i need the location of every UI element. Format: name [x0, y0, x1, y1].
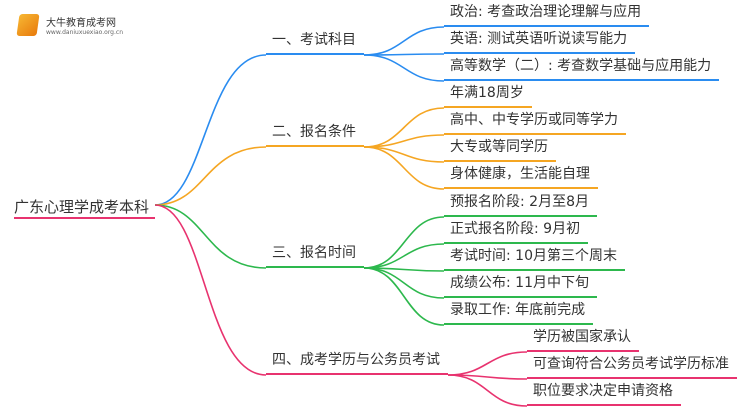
branch-link — [363, 267, 445, 299]
leaf-node[interactable]: 可查询符合公务员考试学历标准 — [527, 355, 737, 379]
branch-link — [447, 351, 528, 376]
root-link — [154, 204, 267, 269]
root-node[interactable]: 广东心理学成考本科 — [14, 196, 156, 219]
branch-link — [363, 54, 445, 82]
leaf-node[interactable]: 政治: 考查政治理论理解与应用 — [444, 3, 650, 27]
branch-link — [447, 374, 528, 407]
leaf-node[interactable]: 职位要求决定申请资格 — [527, 382, 681, 406]
logo-name: 大牛教育成考网 — [46, 18, 116, 29]
leaf-node[interactable]: 成绩公布: 11月中下旬 — [444, 274, 597, 298]
branch-link — [363, 243, 445, 269]
leaf-node[interactable]: 英语: 测试英语听说读写能力 — [444, 30, 636, 54]
leaf-node[interactable]: 高中、中专学历或同等学力 — [444, 111, 626, 135]
branch-link — [363, 107, 445, 148]
root-link — [154, 204, 267, 376]
leaf-node[interactable]: 高等数学（二）: 考查数学基础与应用能力 — [444, 57, 720, 81]
branch-node[interactable]: 一、考试科目 — [266, 31, 364, 55]
leaf-node[interactable]: 正式报名阶段: 9月初 — [444, 220, 589, 244]
root-link — [154, 146, 267, 206]
branch-node[interactable]: 三、报名时间 — [266, 244, 364, 268]
branch-link — [363, 146, 445, 190]
branch-node[interactable]: 二、报名条件 — [266, 123, 364, 147]
leaf-node[interactable]: 录取工作: 年底前完成 — [444, 301, 594, 325]
branch-link — [363, 26, 445, 56]
leaf-node[interactable]: 预报名阶段: 2月至8月 — [444, 193, 597, 217]
leaf-node[interactable]: 考试时间: 10月第三个周末 — [444, 247, 625, 271]
leaf-node[interactable]: 身体健康，生活能自理 — [444, 165, 598, 189]
branch-link — [363, 216, 445, 269]
leaf-node[interactable]: 学历被国家承认 — [527, 328, 639, 352]
logo: 大牛教育成考网 www.daniuxuexiao.org.cn — [16, 14, 123, 36]
leaf-node[interactable]: 大专或等同学历 — [444, 138, 556, 162]
leaf-node[interactable]: 年满18周岁 — [444, 84, 532, 108]
root-link — [154, 54, 267, 206]
branch-link — [363, 267, 445, 326]
branch-node[interactable]: 四、成考学历与公务员考试 — [266, 351, 448, 375]
logo-url: www.daniuxuexiao.org.cn — [46, 29, 123, 36]
